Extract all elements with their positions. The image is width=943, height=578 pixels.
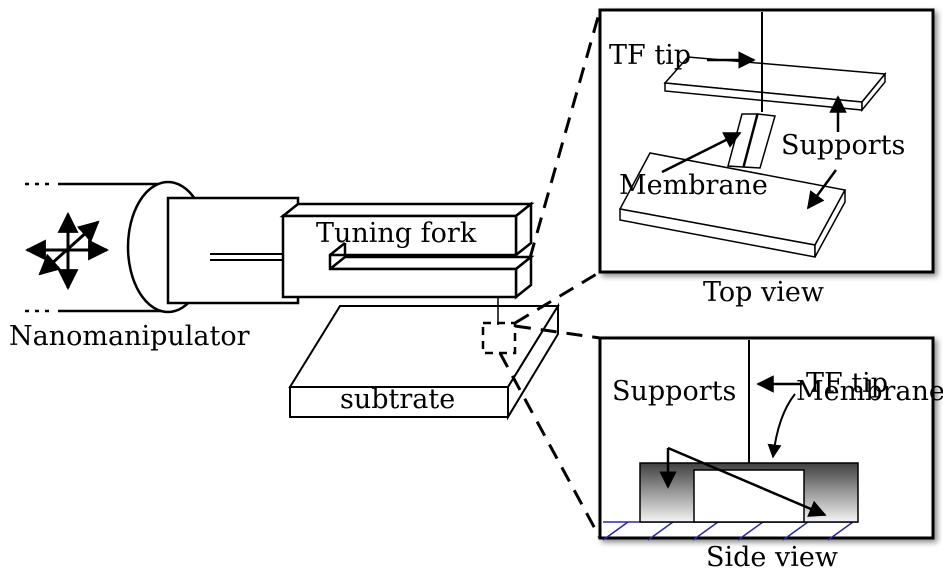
side-supports-label: Supports xyxy=(612,376,736,407)
top-membrane-label: Membrane xyxy=(619,170,768,201)
side-membrane-label: Membrane xyxy=(796,376,943,407)
nanomanipulator xyxy=(25,180,300,314)
top-supports-label: Supports xyxy=(781,130,905,161)
side-supports xyxy=(639,462,859,523)
side-view-caption: Side view xyxy=(706,542,838,573)
side-membrane-arrow xyxy=(767,393,796,459)
zoom-region xyxy=(481,321,517,355)
top-membrane xyxy=(727,113,776,169)
substrate-label: subtrate xyxy=(340,384,455,415)
top-view-panel: TF tip Supports Membrane xyxy=(598,8,935,274)
top-lower-support xyxy=(618,152,847,258)
top-membrane-arrow xyxy=(661,131,742,174)
motion-arrows-icon xyxy=(24,211,110,291)
top-supports-arrow-down xyxy=(806,169,838,210)
tuning-fork xyxy=(279,201,535,300)
top-tf-tip-label: TF tip xyxy=(609,40,691,71)
side-supports-arrow-right xyxy=(667,446,827,517)
projection-lines xyxy=(498,9,602,539)
nanomanipulator-label: Nanomanipulator xyxy=(9,321,250,352)
side-tf-tip-label: TF tip xyxy=(806,368,888,399)
side-view-panel: TF tip Supports Membrane xyxy=(598,336,943,541)
top-upper-support xyxy=(663,56,887,113)
tuning-fork-label: Tuning fork xyxy=(316,218,477,249)
top-view-caption: Top view xyxy=(703,277,824,308)
